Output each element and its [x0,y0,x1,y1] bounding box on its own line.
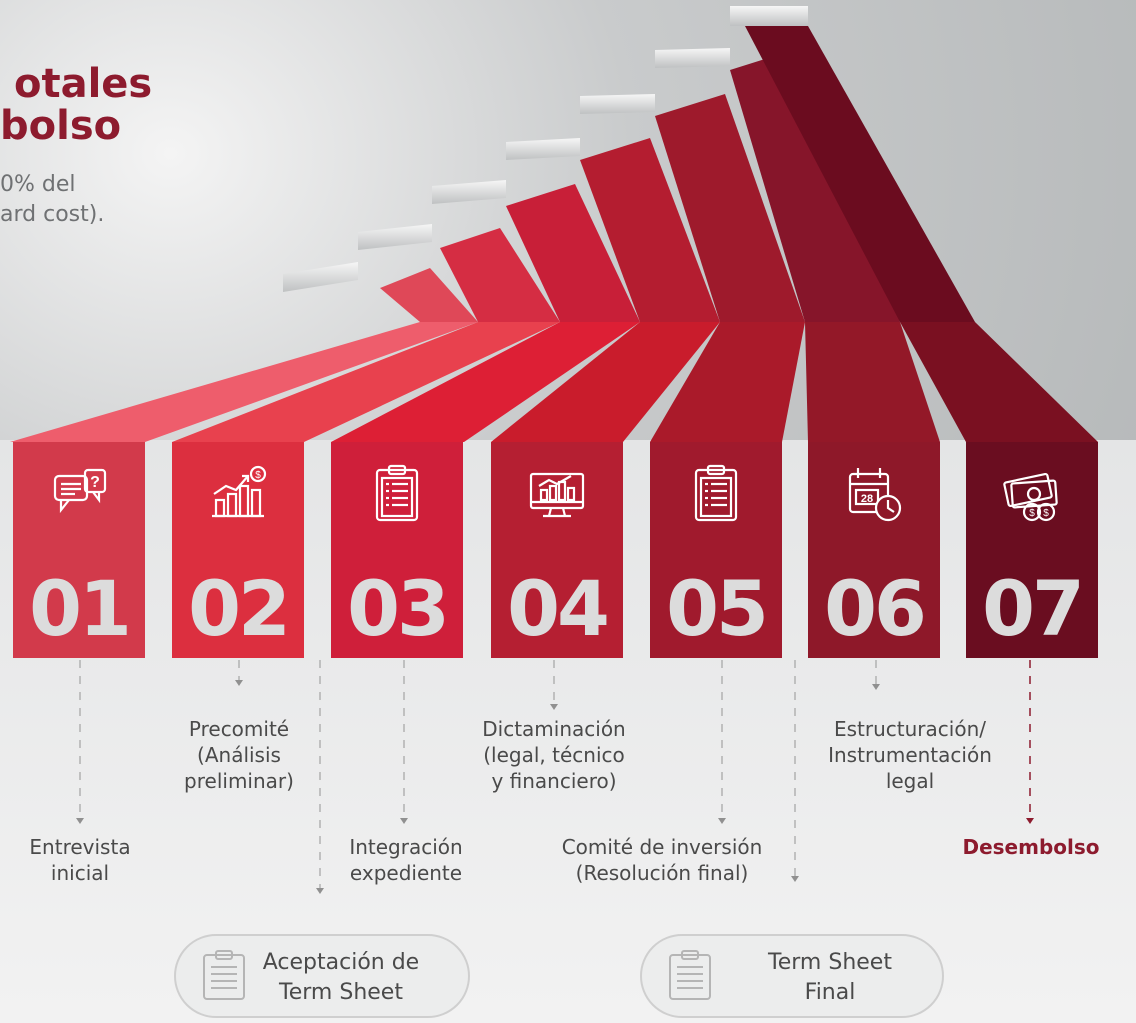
label-line: Estructuración/ [834,717,986,741]
pill-text: Term Sheet Final [730,948,930,1008]
ribbon-fans [10,322,1098,442]
pill-line: Term Sheet [279,980,403,1005]
pill-line: Aceptación de [262,950,420,975]
step-05: 05 [650,442,782,658]
label-integracion-expediente: Integración expediente [324,834,488,886]
label-line: (Análisis [197,743,281,767]
label-line: Comité de inversión [561,835,763,859]
label-precomite: Precomité (Análisis preliminar) [164,716,314,794]
step-number: 05 [666,564,769,653]
label-estructuracion: Estructuración/ Instrumentación legal [800,716,1020,794]
chat-question-icon: ? [53,468,107,514]
label-line: Precomité [188,717,290,741]
step-number: 04 [507,564,610,653]
step-number: 03 [347,564,450,653]
subtitle-line-1: 0% del [0,172,76,197]
step-06: 28 06 [808,442,940,658]
subtitle-line-2: ard cost). [0,202,105,227]
clipboard-icon [375,464,419,522]
step-02: $ 02 [172,442,304,658]
label-line: expediente [349,861,463,885]
label-line: (legal, técnico [483,743,625,767]
label-desembolso: Desembolso [962,835,1100,859]
step-01: ? 01 [13,442,145,658]
step-number: 06 [824,564,927,653]
label-line: Instrumentación [828,743,992,767]
pill-text: Aceptación de Term Sheet [238,948,444,1008]
step-04: 04 [491,442,623,658]
svg-text:$: $ [255,470,261,481]
svg-text:$: $ [1043,508,1049,519]
ribbons [380,26,975,322]
step-03: 03 [331,442,463,658]
label-line: legal [885,769,935,793]
label-comite-inversion: Comité de inversión (Resolución final) [534,834,790,886]
money-bills-coins-icon: $ $ [1003,472,1058,522]
monitor-chart-icon [529,472,585,518]
title-line-1: otales [14,61,153,107]
calendar-clock-icon: 28 [848,468,902,522]
clipboard-icon [203,950,245,1000]
title-line-2: bolso [0,103,122,149]
svg-text:$: $ [1029,508,1035,519]
label-line: (Resolución final) [575,861,749,885]
clipboard-icon [669,950,711,1000]
label-line: Entrevista [29,835,131,859]
pill-line: Term Sheet [768,950,892,975]
step-number: 07 [982,564,1085,653]
label-line: Dictaminación [482,717,626,741]
clipboard-icon [694,464,738,522]
pill-line: Final [804,980,856,1005]
label-line: y financiero) [491,769,617,793]
step-number: 02 [188,564,291,653]
label-dictaminacion: Dictaminación (legal, técnico y financie… [454,716,654,794]
step-number: 01 [29,564,132,653]
svg-text:28: 28 [861,493,873,505]
stair-slabs [283,6,808,292]
svg-text:?: ? [90,474,100,491]
step-07: $ $ 07 [966,442,1098,658]
label-line: Integración [349,835,463,859]
pill-term-sheet-final: Term Sheet Final [640,934,944,1018]
label-entrevista-inicial: Entrevista inicial [8,834,152,886]
label-line: inicial [50,861,110,885]
pill-aceptacion-term-sheet: Aceptación de Term Sheet [174,934,470,1018]
label-line: preliminar) [184,769,294,793]
growth-chart-dollar-icon: $ [212,465,267,518]
